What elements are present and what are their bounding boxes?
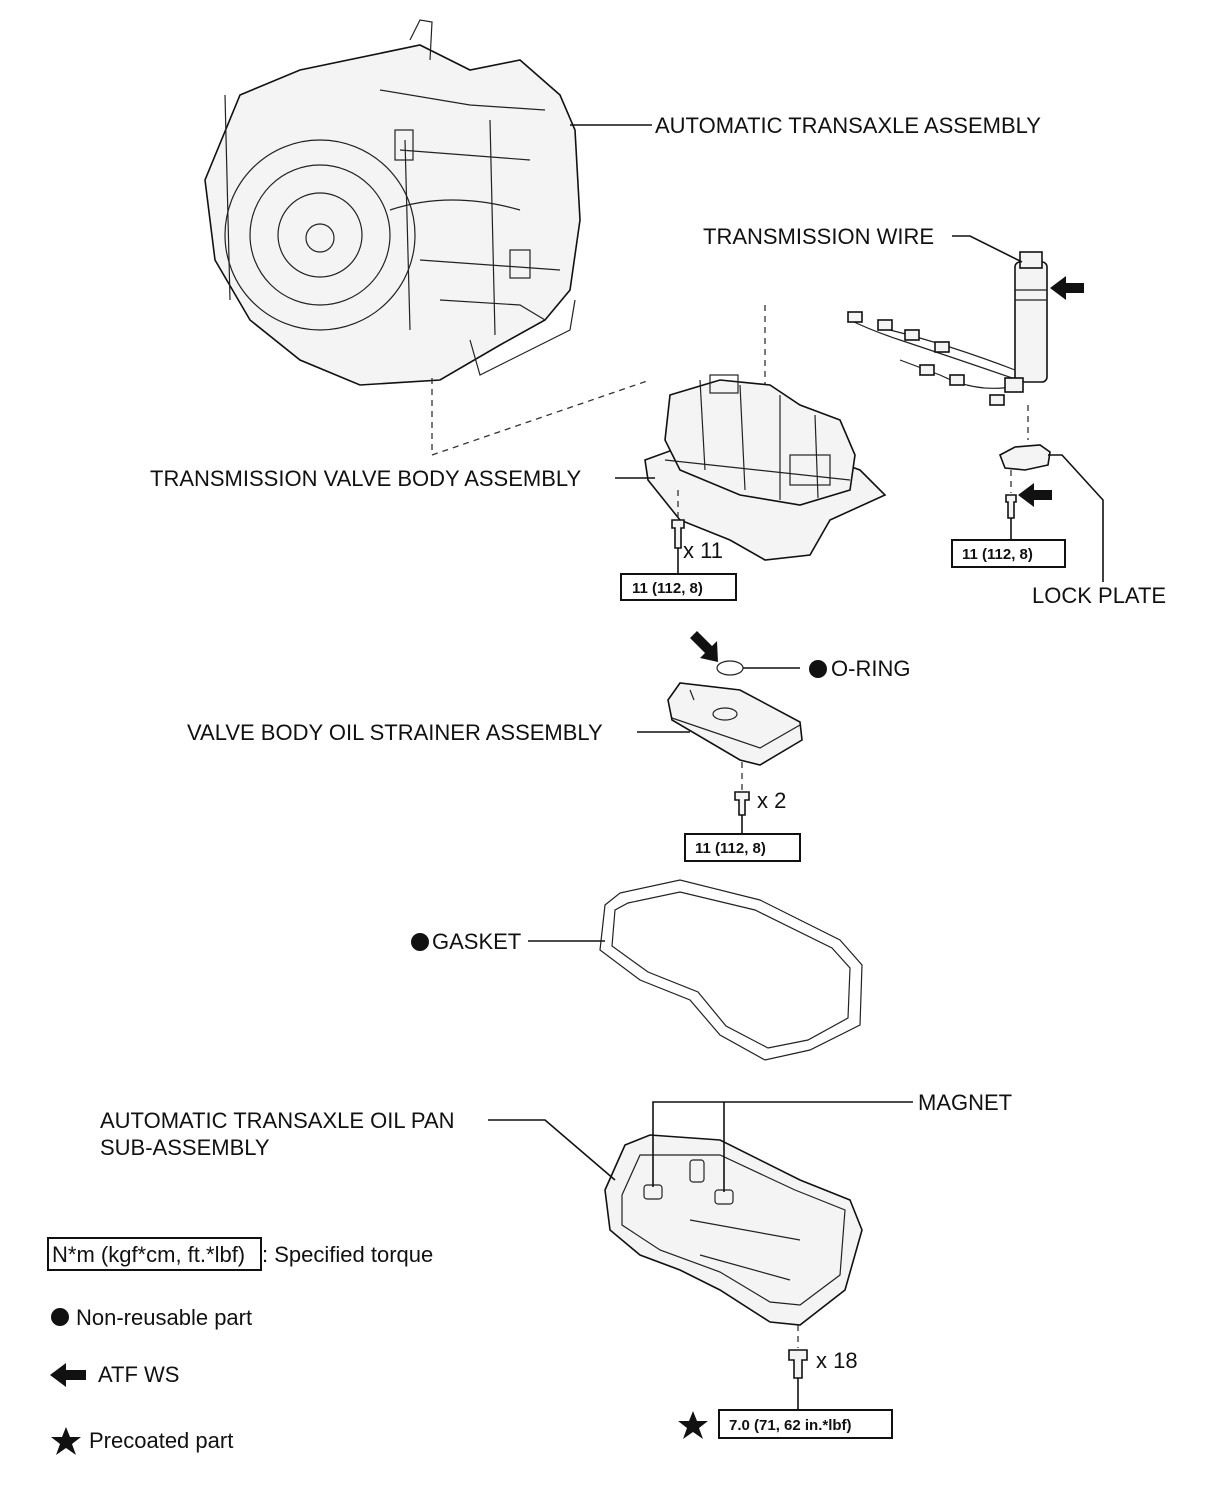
label-transmission-valve-body-assembly: TRANSMISSION VALVE BODY ASSEMBLY [150, 466, 581, 491]
label-transmission-wire: TRANSMISSION WIRE [703, 224, 934, 249]
torque-valve-body: 11 (112, 8) [632, 580, 703, 597]
bolt-icon [1005, 494, 1017, 519]
legend-torque-units: N*m (kgf*cm, ft.*lbf) [52, 1242, 245, 1267]
leader-oil-pan [488, 1119, 616, 1181]
atf-arrow-icon [1050, 276, 1084, 300]
bolt-icon [734, 791, 750, 816]
valve-body-bolt-quantity: x 11 [683, 538, 723, 563]
strainer-bolt-quantity: x 2 [757, 788, 786, 813]
bolt-icon [788, 1349, 808, 1379]
o-ring-drawing [716, 660, 744, 676]
legend-atf: ATF WS [98, 1362, 179, 1387]
left-arrow-icon [50, 1363, 86, 1387]
oil-strainer-drawing [667, 682, 803, 766]
oil-pan-drawing [604, 1134, 863, 1326]
torque-oil-pan: 7.0 (71, 62 in.*lbf) [729, 1417, 852, 1434]
label-oil-pan-line1: AUTOMATIC TRANSAXLE OIL PAN [100, 1108, 455, 1133]
torque-box-lock-plate [951, 539, 1066, 568]
oil-pan-bolt-quantity: x 18 [816, 1348, 858, 1373]
torque-box-oil-pan [718, 1409, 893, 1439]
legend: N*m (kgf*cm, ft.*lbf) : Specified torque… [47, 1237, 433, 1455]
filled-circle-icon [411, 933, 429, 951]
atf-arrow-icon [1018, 483, 1052, 507]
gasket-drawing [599, 879, 863, 1061]
legend-torque-text: : Specified torque [262, 1242, 433, 1267]
leader-magnet [652, 1101, 913, 1187]
filled-circle-icon [809, 660, 827, 678]
automatic-transaxle-drawing [204, 19, 581, 386]
alignment-line-transaxle-to-valve-body [431, 378, 651, 456]
torque-box-valve-body [620, 573, 737, 601]
label-valve-body-oil-strainer-assembly: VALVE BODY OIL STRAINER ASSEMBLY [187, 720, 603, 745]
label-automatic-transaxle-assembly: AUTOMATIC TRANSAXLE ASSEMBLY [655, 113, 1041, 138]
star-icon [678, 1411, 708, 1439]
transmission-wire-drawing [847, 251, 1048, 406]
torque-lock-plate: 11 (112, 8) [962, 546, 1033, 563]
torque-box-strainer [684, 833, 801, 862]
star-icon [51, 1427, 81, 1455]
leader-lock-plate [1048, 454, 1104, 582]
leader-transmission-wire [952, 235, 1023, 263]
legend-non-reusable: Non-reusable part [76, 1305, 252, 1330]
label-magnet: MAGNET [918, 1090, 1012, 1115]
label-oil-pan-line2: SUB-ASSEMBLY [100, 1135, 270, 1160]
label-lock-plate: LOCK PLATE [1032, 583, 1166, 608]
legend-precoated: Precoated part [89, 1428, 233, 1453]
torque-strainer: 11 (112, 8) [695, 840, 766, 857]
filled-circle-icon [51, 1308, 69, 1326]
transmission-valve-body-drawing [644, 374, 887, 561]
lock-plate-drawing [998, 444, 1051, 471]
bolt-icon [671, 519, 685, 549]
atf-arrow-icon [690, 631, 718, 662]
label-o-ring: O-RING [831, 656, 910, 681]
legend-torque-box [47, 1237, 262, 1271]
label-gasket: GASKET [432, 929, 521, 954]
